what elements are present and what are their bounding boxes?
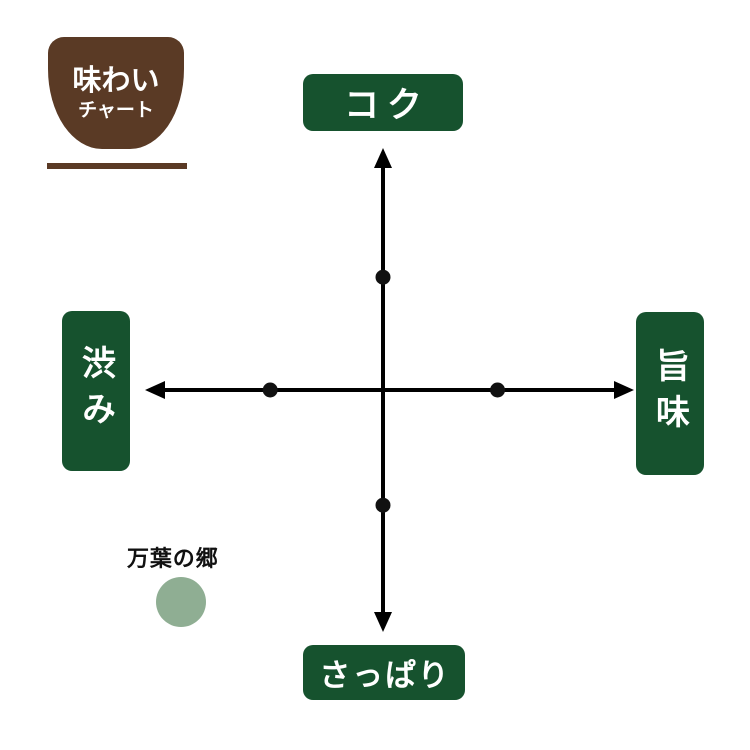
axis-label-umami: 旨味 xyxy=(636,312,704,475)
data-points xyxy=(262,269,506,513)
arrow-down-icon xyxy=(374,612,392,632)
arrow-up-icon xyxy=(374,148,392,168)
axis-label-koku: コク xyxy=(303,74,463,131)
data-point-right xyxy=(490,382,506,398)
arrow-left-icon xyxy=(145,381,165,399)
data-point-top xyxy=(375,269,391,285)
badge-title: 味わい xyxy=(72,62,160,97)
badge-subtitle: チャート xyxy=(78,99,154,122)
badge-underline xyxy=(47,163,187,169)
axis-label-sappari: さっぱり xyxy=(303,645,465,700)
arrow-right-icon xyxy=(614,381,634,399)
data-point-bottom xyxy=(375,497,391,513)
chart-title-badge: 味わい チャート xyxy=(48,37,184,149)
legend-swatch xyxy=(156,577,206,627)
legend-label: 万葉の郷 xyxy=(127,547,219,572)
data-point-left xyxy=(262,382,278,398)
axis-label-shibumi: 渋み xyxy=(62,311,130,471)
